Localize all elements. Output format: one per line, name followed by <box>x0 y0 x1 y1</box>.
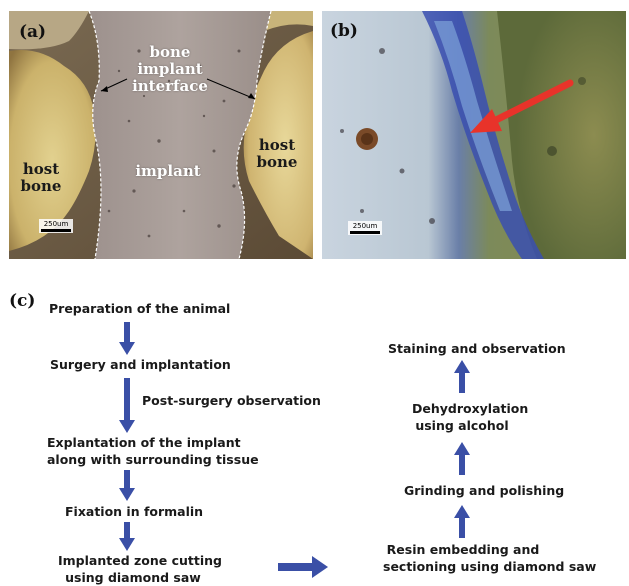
host-bone-right-label: host bone <box>255 137 299 171</box>
step-resin: Resin embedding and sectioning using dia… <box>383 541 543 575</box>
host-bone-right-line2: bone <box>255 154 299 171</box>
arrow-up-2 <box>454 442 470 476</box>
implant-label: implant <box>133 163 203 180</box>
panel-a-label: (a) <box>19 22 46 42</box>
panel-b-label: (b) <box>330 21 358 41</box>
step-explantation-line2: along with surrounding tissue <box>47 451 259 468</box>
arrow-up-1 <box>454 505 470 539</box>
interface-label-line1: bone implant <box>117 44 223 78</box>
scale-bar-a-text: 250um <box>41 220 71 228</box>
host-bone-left-line1: host <box>19 161 63 178</box>
step-fixation: Fixation in formalin <box>65 503 203 520</box>
step-staining: Staining and observation <box>388 340 566 357</box>
step-grinding: Grinding and polishing <box>404 482 564 499</box>
step-dehydroxylation-line1: Dehydroxylation <box>412 400 512 417</box>
arrow-down-3 <box>119 470 135 502</box>
step-resin-line2: sectioning using diamond saw <box>383 558 543 575</box>
arrow-down-1 <box>119 322 135 356</box>
host-bone-left-line2: bone <box>19 178 63 195</box>
step-surgery: Surgery and implantation <box>50 356 231 373</box>
scale-bar-b-text: 250um <box>350 222 380 230</box>
step-explantation-line1: Explantation of the implant <box>47 434 259 451</box>
interface-label-line2: interface <box>117 78 223 95</box>
host-bone-left-label: host bone <box>19 161 63 195</box>
scale-bar-a-line <box>41 229 71 232</box>
step-cutting: Implanted zone cutting using diamond saw <box>58 552 208 586</box>
step-cutting-line1: Implanted zone cutting <box>58 552 208 569</box>
host-bone-right-line1: host <box>255 137 299 154</box>
step-resin-line1: Resin embedding and <box>383 541 543 558</box>
micrograph-panel-a: (a) bone implant interface host bone imp… <box>9 11 313 259</box>
interface-label: bone implant interface <box>117 44 223 95</box>
step-explantation: Explantation of the implant along with s… <box>47 434 259 468</box>
arrow-up-3 <box>454 360 470 394</box>
arrow-down-2 <box>119 378 135 434</box>
scale-bar-b-line <box>350 231 380 234</box>
panel-c-label: (c) <box>9 291 35 311</box>
scale-bar-b: 250um <box>348 221 382 235</box>
step-cutting-line2: using diamond saw <box>58 569 208 586</box>
step-preparation: Preparation of the animal <box>49 300 230 317</box>
scale-bar-a: 250um <box>39 219 73 233</box>
arrow-right <box>278 556 328 578</box>
step-dehydroxylation: Dehydroxylation using alcohol <box>412 400 512 434</box>
arrow-down-4 <box>119 522 135 552</box>
micrograph-panel-b: (b) 250um <box>322 11 626 259</box>
step-post-surgery: Post-surgery observation <box>142 392 321 409</box>
step-dehydroxylation-line2: using alcohol <box>412 417 512 434</box>
